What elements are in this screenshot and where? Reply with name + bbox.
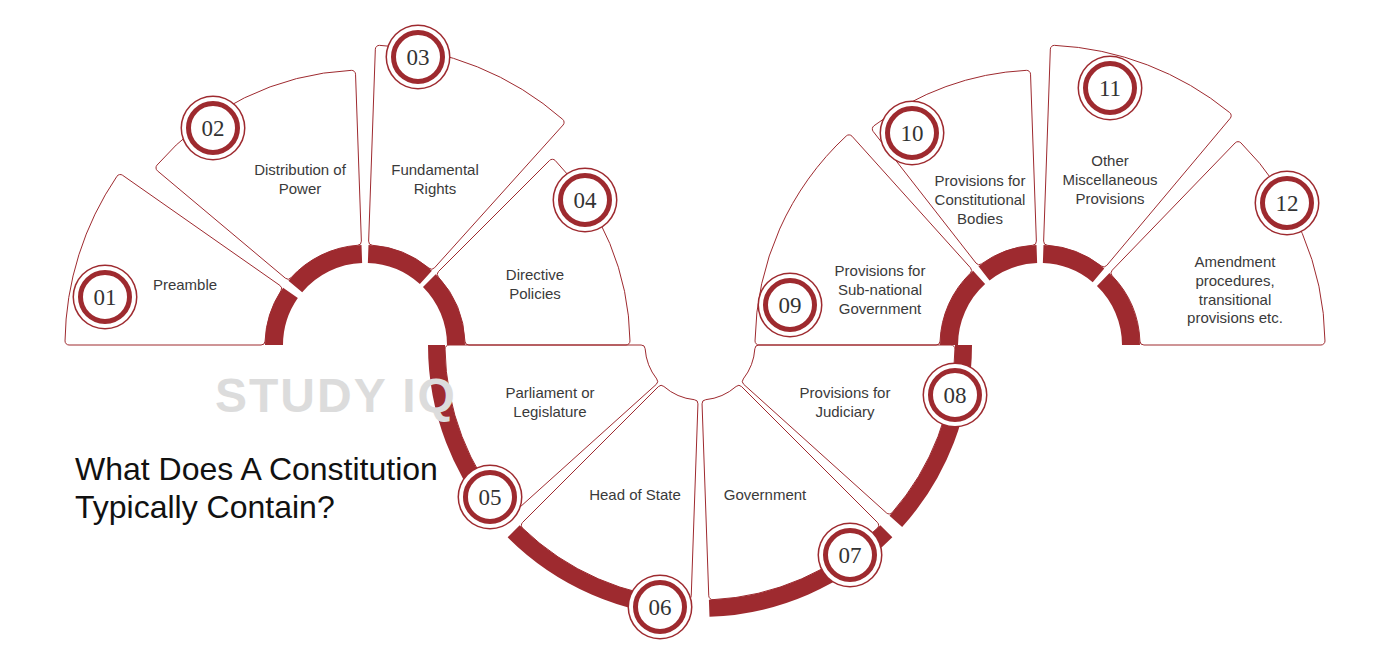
number-circle: 12: [1260, 176, 1314, 230]
item-label: Fundamental Rights: [385, 161, 485, 199]
petal-shape: [437, 159, 630, 345]
item-label: Government: [710, 486, 820, 505]
item-label: Other Miscellaneous Provisions: [1060, 152, 1160, 208]
petal-shape: [742, 345, 955, 514]
callout-number: 08: [944, 384, 967, 407]
petal-shape: [156, 70, 361, 279]
petal-outline: [1039, 41, 1237, 273]
arc-band: [265, 288, 298, 345]
callout-number: 04: [574, 189, 597, 212]
callout-number: 11: [1099, 77, 1121, 100]
callout-number: 10: [901, 122, 924, 145]
petal-shape: [872, 70, 1036, 264]
callout-number: 07: [839, 544, 862, 567]
number-circle: 04: [558, 173, 612, 227]
callout-number: 01: [94, 286, 117, 309]
item-label: Preamble: [135, 276, 235, 295]
number-circle: 08: [928, 368, 982, 422]
number-circle: 05: [463, 470, 517, 524]
number-circle: 11: [1083, 61, 1137, 115]
petal-sector: Preamble 01: [61, 168, 288, 349]
callout-number: 02: [202, 117, 225, 140]
petal-shape: [369, 45, 564, 269]
petal-shape: [1111, 142, 1325, 345]
petal-shape: [521, 385, 698, 599]
petal-shape: [755, 135, 971, 345]
number-circle: 06: [633, 580, 687, 634]
diagram-title: What Does A Constitution Typically Conta…: [75, 450, 475, 527]
item-label: Provisions for Sub-national Government: [830, 262, 930, 318]
petal-sector: Fundamental Rights 03: [364, 41, 570, 275]
item-label: Distribution of Power: [245, 161, 355, 199]
callout-number: 09: [779, 294, 802, 317]
item-label: Provisions for Judiciary: [795, 384, 895, 422]
watermark: STUDY IQ: [215, 368, 457, 423]
petal-sector: Provisions for Sub-national Government 09: [751, 129, 978, 349]
item-label: Provisions for Constitutional Bodies: [930, 172, 1030, 228]
number-circle: 02: [186, 101, 240, 155]
number-circle: 09: [763, 278, 817, 332]
callout-number: 06: [649, 596, 672, 619]
item-label: Amendment procedures, transitional provi…: [1180, 253, 1290, 328]
item-label: Directive Policies: [490, 266, 580, 304]
arc-band: [288, 245, 362, 292]
petal-outline: [364, 41, 570, 275]
petal-outline: [866, 66, 1041, 271]
number-circle: 10: [885, 106, 939, 160]
number-circle: 03: [391, 30, 445, 84]
petal-sector: Amendment procedures, transitional provi…: [1105, 135, 1329, 349]
petal-shape: [1044, 45, 1232, 266]
item-label: Head of State: [580, 486, 690, 505]
callout-number: 05: [479, 486, 502, 509]
arc-band: [709, 525, 892, 617]
number-circle: 01: [78, 270, 132, 324]
callout-number: 03: [407, 46, 430, 69]
callout-number: 12: [1276, 192, 1299, 215]
petal-shape: [65, 175, 282, 345]
petal-sector: Other Miscellaneous Provisions 11: [1039, 41, 1237, 273]
number-circle: 07: [823, 528, 877, 582]
petal-sector: Provisions for Constitutional Bodies 10: [866, 66, 1041, 271]
petal-sector: Distribution of Power 02: [150, 66, 366, 285]
petal-sector: Directive Policies 04: [431, 153, 634, 349]
item-label: Parliament or Legislature: [500, 384, 600, 422]
